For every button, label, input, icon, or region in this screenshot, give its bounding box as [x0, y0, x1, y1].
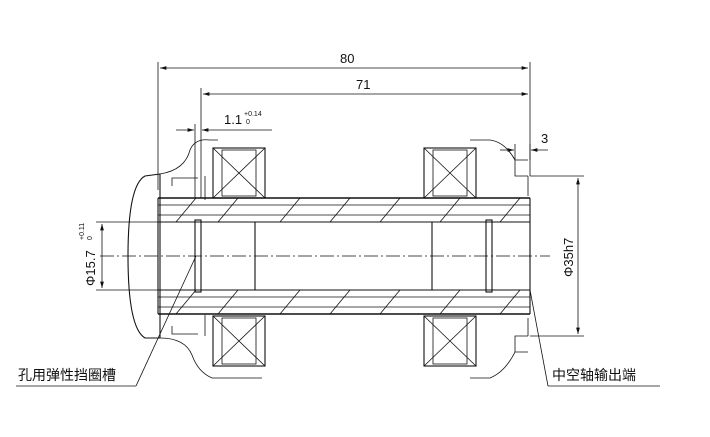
dim-bore-label: Φ15.7 — [83, 250, 98, 286]
dim-80-label: 80 — [340, 51, 354, 66]
dimension-flange-3: 3 — [500, 131, 548, 160]
dim-groove-label: 1.1 — [224, 112, 242, 127]
dimension-bore-diameter: Φ15.7 +0.11 0 — [79, 221, 158, 291]
dim-3-label: 3 — [541, 131, 548, 146]
callout-output-end: 中空轴输出端 — [529, 289, 660, 387]
dim-71-label: 71 — [356, 77, 370, 92]
bearing-bottom-right — [423, 315, 477, 367]
bearing-bottom-left — [212, 315, 266, 367]
dim-bore-tol-upper: +0.11 — [79, 223, 86, 240]
section-hatching — [175, 197, 521, 315]
dim-bore-tol-lower: 0 — [87, 236, 94, 240]
dim-groove-tol-upper: +0.14 — [244, 111, 262, 118]
callout-right-label: 中空轴输出端 — [552, 367, 636, 383]
bearing-top-left — [212, 147, 266, 199]
dimension-71: 71 — [200, 77, 528, 198]
dim-shaft-label: Φ35h7 — [561, 238, 576, 277]
dimension-80: 80 — [157, 51, 531, 190]
dim-groove-tol-lower: 0 — [246, 119, 250, 126]
dimension-groove-offset: 1.1 +0.14 0 — [176, 111, 272, 198]
callout-circlip-groove: 孔用弹性挡圈槽 — [16, 255, 197, 387]
dimension-shaft-diameter: Φ35h7 — [530, 175, 584, 337]
hollow-shaft — [157, 197, 531, 315]
bearing-top-right — [423, 147, 477, 199]
housing-outline — [127, 139, 529, 379]
callout-left-label: 孔用弹性挡圈槽 — [18, 367, 116, 383]
